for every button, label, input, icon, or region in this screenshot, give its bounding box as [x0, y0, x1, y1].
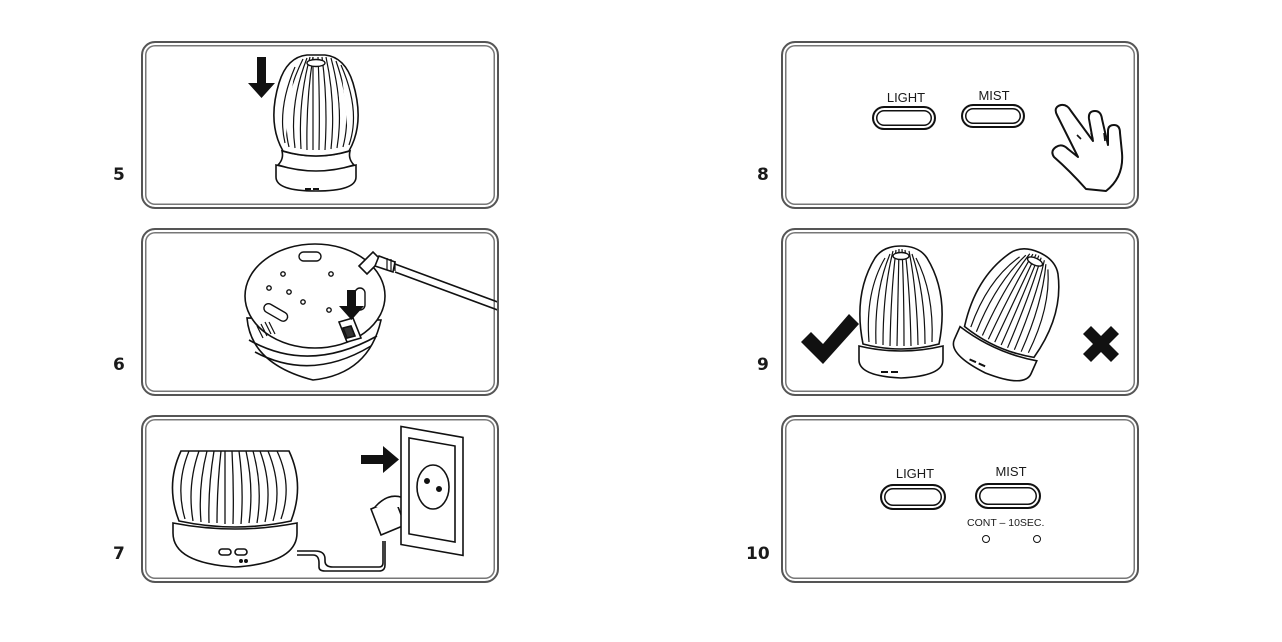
wall-socket-icon [401, 426, 463, 555]
step-9-illustration [783, 230, 1137, 394]
hand-pointer-icon [1052, 105, 1122, 191]
step-6-panel [141, 228, 499, 396]
step-9-panel [781, 228, 1139, 396]
diffuser-upright-icon [859, 246, 943, 378]
step-number-7: 7 [113, 544, 125, 564]
down-arrow-icon [248, 57, 275, 98]
step-10-panel: LIGHT MIST CONT – 10SEC. [781, 415, 1139, 583]
timer-label: CONT – 10SEC. [967, 517, 1044, 529]
step-8-panel: LIGHT MIST [781, 41, 1139, 209]
light-button[interactable] [880, 484, 946, 510]
step-number-8: 8 [757, 165, 769, 185]
right-arrow-icon [361, 446, 399, 473]
cont-indicator-dot [982, 535, 990, 543]
step-6-illustration [143, 230, 497, 394]
light-label: LIGHT [887, 466, 943, 481]
step-number-9: 9 [757, 355, 769, 375]
timer-indicator-dot [1033, 535, 1041, 543]
step-8-illustration [783, 43, 1137, 207]
step-number-10: 10 [746, 544, 770, 564]
diffuser-icon [172, 451, 297, 567]
diffuser-icon [274, 55, 358, 191]
diffuser-tilted-icon [947, 235, 1077, 390]
step-number-6: 6 [113, 355, 125, 375]
step-5-illustration [143, 43, 497, 207]
power-adapter-icon [297, 496, 417, 571]
step-5-panel [141, 41, 499, 209]
cross-icon [1083, 326, 1119, 362]
check-icon [801, 314, 859, 364]
step-7-panel [141, 415, 499, 583]
step-number-5: 5 [113, 165, 125, 185]
step-7-illustration [143, 417, 497, 581]
mist-button[interactable] [975, 483, 1041, 509]
mist-label: MIST [983, 464, 1039, 479]
